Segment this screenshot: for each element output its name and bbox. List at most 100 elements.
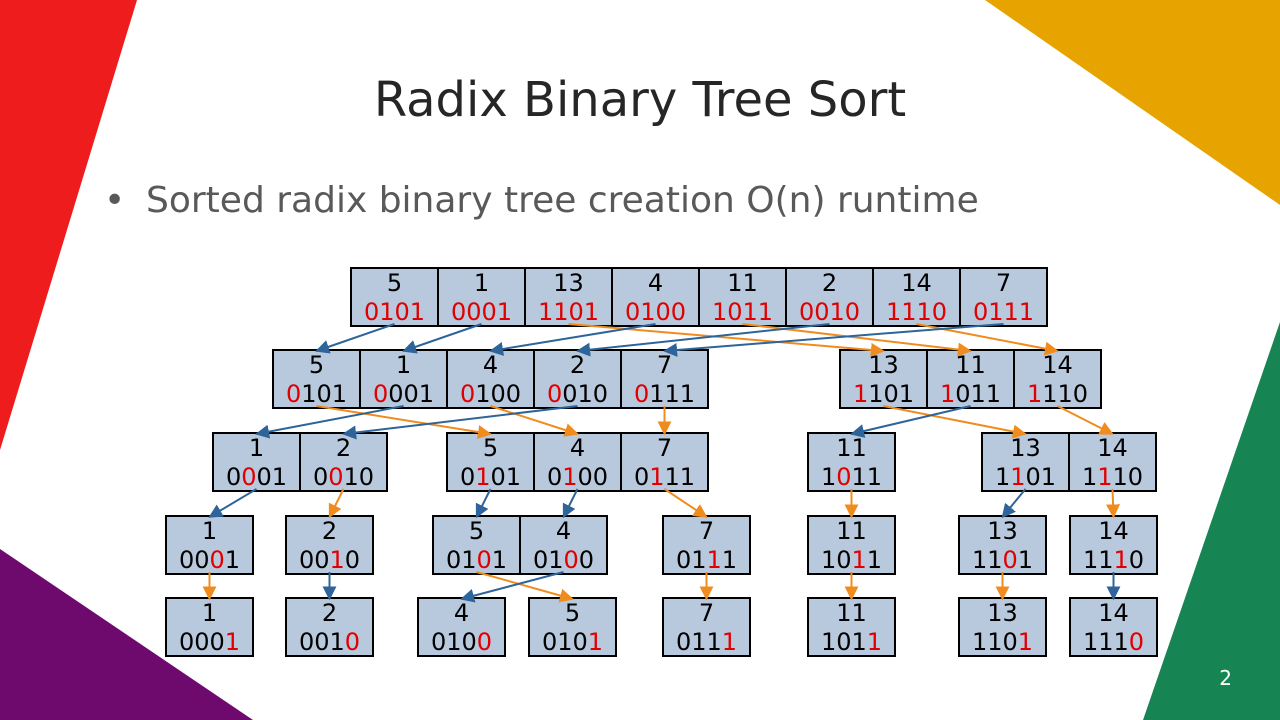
bullet-text: Sorted radix binary tree creation O(n) r… <box>146 180 979 221</box>
node-box <box>926 349 1015 409</box>
node-number: 11 <box>955 351 986 379</box>
node-number: 1 <box>202 517 217 545</box>
node-number: 13 <box>553 269 584 297</box>
edge-arrow-one <box>568 323 885 357</box>
bullet-marker: • <box>104 180 126 221</box>
node-binary: 0010 <box>299 546 360 574</box>
node-number: 2 <box>322 517 337 545</box>
edge-arrow-zero <box>663 323 1004 357</box>
node-number: 5 <box>469 517 484 545</box>
node-box <box>1013 349 1102 409</box>
node-box <box>872 267 961 327</box>
node-number: 2 <box>336 434 351 462</box>
node-box <box>272 349 361 409</box>
node-binary: 0001 <box>373 380 434 408</box>
node-binary: 1011 <box>821 628 882 656</box>
node-binary: 0101 <box>286 380 347 408</box>
node-binary: 1011 <box>821 463 882 491</box>
node-binary: 0001 <box>179 546 240 574</box>
node-binary: 0101 <box>364 298 425 326</box>
edge-arrow-zero <box>562 488 579 519</box>
node-number: 14 <box>1097 434 1128 462</box>
edge-arrow-zero <box>402 323 482 354</box>
node-binary: 1110 <box>1027 380 1088 408</box>
node-number: 7 <box>699 599 714 627</box>
node-number: 14 <box>1098 599 1129 627</box>
edges-layer <box>202 323 1121 603</box>
node-box <box>698 267 787 327</box>
slide-title: Radix Binary Tree Sort <box>373 72 907 128</box>
node-number: 1 <box>202 599 217 627</box>
node-number: 11 <box>836 517 867 545</box>
node-binary: 0010 <box>299 628 360 656</box>
edge-arrow-zero <box>460 571 564 603</box>
edge-arrow-one <box>316 405 492 439</box>
node-binary: 0001 <box>226 463 287 491</box>
node-binary: 0101 <box>460 463 521 491</box>
node-binary: 0010 <box>547 380 608 408</box>
green-corner-shape <box>1143 322 1280 720</box>
node-box <box>285 515 374 575</box>
node-box <box>620 349 709 409</box>
node-binary: 0010 <box>313 463 374 491</box>
node-number: 1 <box>249 434 264 462</box>
node-box <box>839 349 928 409</box>
node-box <box>165 597 254 657</box>
node-box <box>359 349 448 409</box>
edge-arrow-one <box>476 571 574 603</box>
edge-arrow-zero <box>208 488 258 518</box>
node-binary: 1011 <box>712 298 773 326</box>
node-binary: 1110 <box>1083 546 1144 574</box>
node-binary: 1011 <box>940 380 1001 408</box>
node-box <box>533 432 622 492</box>
node-number: 7 <box>657 351 672 379</box>
edge-arrow-one <box>1057 405 1114 435</box>
node-box <box>807 597 896 657</box>
bullet-point: • Sorted radix binary tree creation O(n) … <box>104 180 979 221</box>
node-number: 1 <box>474 269 489 297</box>
edge-arrow-zero <box>1001 488 1027 519</box>
node-box <box>437 267 526 327</box>
node-box <box>1068 432 1157 492</box>
slide-number: 2 <box>1219 666 1232 690</box>
edge-arrow-zero <box>315 323 395 354</box>
node-box <box>620 432 709 492</box>
node-binary: 1101 <box>972 628 1033 656</box>
edge-arrow-one <box>1106 488 1121 519</box>
node-number: 11 <box>836 434 867 462</box>
edge-arrow-zero <box>255 405 404 439</box>
node-number: 5 <box>387 269 402 297</box>
node-number: 14 <box>901 269 932 297</box>
node-number: 4 <box>556 517 571 545</box>
node-binary: 1101 <box>995 463 1056 491</box>
node-binary: 0001 <box>451 298 512 326</box>
edge-arrow-one <box>883 405 1027 439</box>
edge-arrow-zero <box>489 323 656 356</box>
node-number: 1 <box>396 351 411 379</box>
node-number: 13 <box>868 351 899 379</box>
node-number: 4 <box>648 269 663 297</box>
node-binary: 0100 <box>547 463 608 491</box>
node-box <box>212 432 301 492</box>
node-number: 4 <box>454 599 469 627</box>
